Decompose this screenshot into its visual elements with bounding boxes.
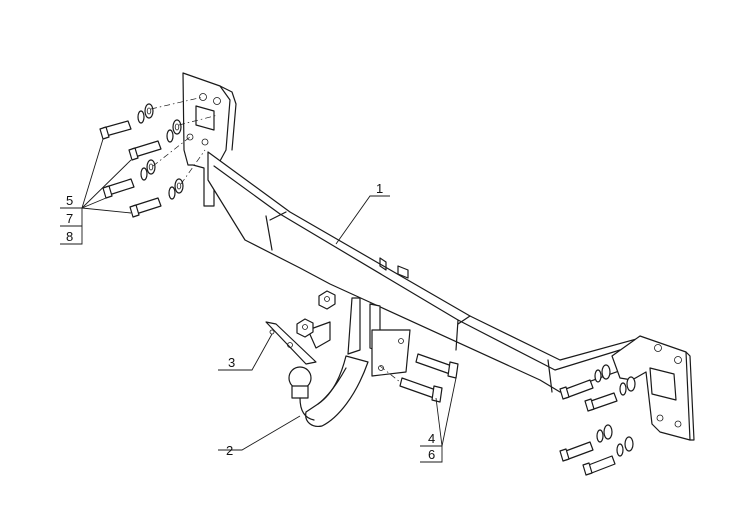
- right-bolt-4: [582, 436, 634, 476]
- callout-4: 4: [428, 431, 435, 446]
- callout-1: 1: [376, 181, 383, 196]
- callout-6: 6: [428, 447, 435, 462]
- left-bolt-3: [102, 159, 156, 199]
- right-bolt-3: [559, 424, 613, 462]
- left-bolt-4: [129, 178, 184, 218]
- left-bolt-1: [99, 103, 154, 140]
- leader-lines: [60, 138, 457, 463]
- right-bolt-2: [584, 376, 636, 412]
- left-bolts: [99, 96, 219, 218]
- tow-ball-mount: [288, 297, 411, 427]
- callout-3: 3: [228, 355, 235, 370]
- crossbar-beam: [207, 151, 651, 393]
- socket-bracket: [265, 290, 336, 365]
- callout-8: 8: [66, 229, 73, 244]
- right-bolts: [559, 364, 636, 476]
- callout-7: 7: [66, 211, 73, 226]
- right-mounting-bracket: [611, 335, 695, 441]
- callout-5: 5: [66, 193, 73, 208]
- callout-labels: 1 2 3 4 5 6 7 8: [66, 181, 435, 462]
- right-bolt-1: [559, 364, 611, 400]
- center-bolts: [379, 353, 459, 403]
- callout-2: 2: [226, 443, 233, 458]
- left-mounting-bracket: [182, 72, 237, 207]
- left-bolt-2: [128, 119, 182, 161]
